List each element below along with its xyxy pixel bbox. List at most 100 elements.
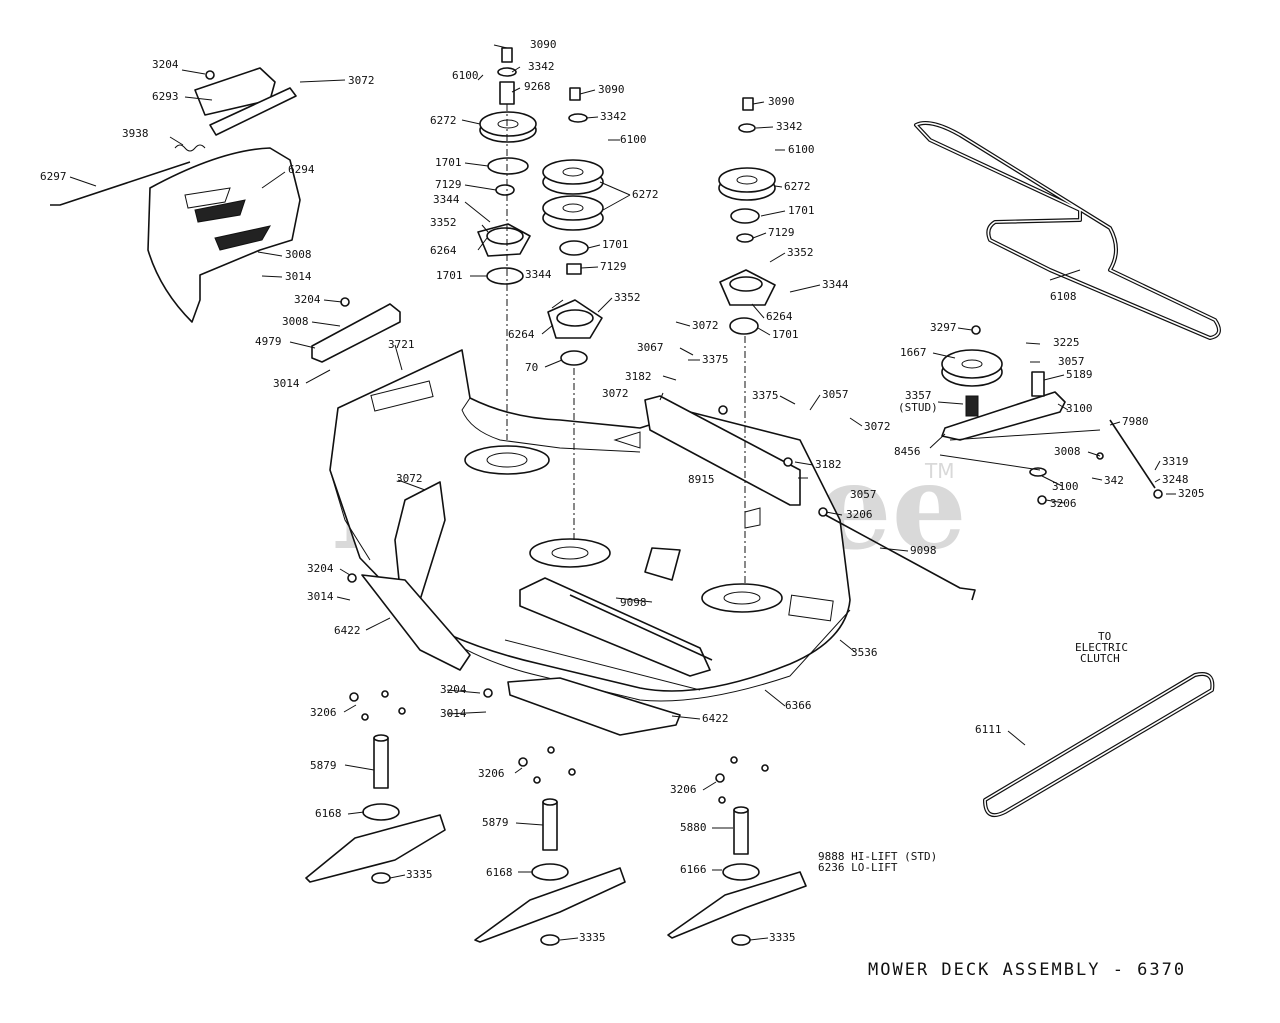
label-3206[interactable]: 3206	[310, 706, 337, 719]
label-3225[interactable]: 3225	[1053, 336, 1080, 349]
label-3057[interactable]: 3057	[1058, 355, 1085, 368]
label-7129[interactable]: 7129	[435, 178, 462, 191]
label-3297[interactable]: 3297	[930, 321, 957, 334]
belt-cover-6294[interactable]	[147, 147, 301, 323]
blade-left[interactable]	[305, 814, 446, 883]
label-3008[interactable]: 3008	[282, 315, 309, 328]
label-3342[interactable]: 3342	[600, 110, 627, 123]
label-3375[interactable]: 3375	[752, 389, 779, 402]
label-6272[interactable]: 6272	[430, 114, 457, 127]
spring-3938[interactable]	[174, 144, 206, 152]
label-3206[interactable]: 3206	[670, 783, 697, 796]
bushing-5189[interactable]	[1031, 371, 1045, 397]
label-3100[interactable]: 3100	[1052, 480, 1079, 493]
label-3072[interactable]: 3072	[602, 387, 629, 400]
label-6108[interactable]: 6108	[1050, 290, 1077, 303]
label-3008[interactable]: 3008	[285, 248, 312, 261]
label-1701[interactable]: 1701	[788, 204, 815, 217]
label-5879[interactable]: 5879	[310, 759, 337, 772]
label-6422[interactable]: 6422	[702, 712, 729, 725]
label-6111[interactable]: 6111	[975, 723, 1002, 736]
label-3206[interactable]: 3206	[1050, 497, 1077, 510]
label-6297[interactable]: 6297	[40, 170, 67, 183]
label-6294[interactable]: 6294	[288, 163, 315, 176]
shaft-5879-center[interactable]	[531, 798, 569, 946]
spindle-stack-left[interactable]	[477, 47, 537, 440]
label-70[interactable]: 70	[525, 361, 538, 374]
label-3072[interactable]: 3072	[396, 472, 423, 485]
blade-center[interactable]	[474, 867, 626, 943]
spring-7980[interactable]	[1109, 419, 1156, 489]
label-3067[interactable]: 3067	[637, 341, 664, 354]
label-3072[interactable]: 3072	[348, 74, 375, 87]
label-3721[interactable]: 3721	[388, 338, 415, 351]
label-3204[interactable]: 3204	[440, 683, 467, 696]
label-1667[interactable]: 1667	[900, 346, 927, 359]
label-3344[interactable]: 3344	[822, 278, 849, 291]
label-6366[interactable]: 6366	[785, 699, 812, 712]
label-5880[interactable]: 5880	[680, 821, 707, 834]
label-3182[interactable]: 3182	[625, 370, 652, 383]
label-9098[interactable]: 9098	[620, 596, 647, 609]
label-3014[interactable]: 3014	[285, 270, 312, 283]
rod-6297[interactable]	[50, 161, 191, 206]
spindle-stack-center[interactable]	[542, 87, 604, 540]
label-8456[interactable]: 8456	[894, 445, 921, 458]
label-3204[interactable]: 3204	[294, 293, 321, 306]
label-3344[interactable]: 3344	[525, 268, 552, 281]
label-6264[interactable]: 6264	[508, 328, 535, 341]
label-9268[interactable]: 9268	[524, 80, 551, 93]
shaft-5879-left[interactable]	[362, 734, 400, 884]
label-3938[interactable]: 3938	[122, 127, 149, 140]
label-7980[interactable]: 7980	[1122, 415, 1149, 428]
idler-pulley-1667[interactable]	[941, 349, 1003, 417]
label-6168[interactable]: 6168	[486, 866, 513, 879]
label-3008[interactable]: 3008	[1054, 445, 1081, 458]
label-3014[interactable]: 3014	[440, 707, 467, 720]
label-3072[interactable]: 3072	[864, 420, 891, 433]
label-3090[interactable]: 3090	[598, 83, 625, 96]
label-6166[interactable]: 6166	[680, 863, 707, 876]
washer-3100[interactable]	[1029, 467, 1047, 477]
label-3344[interactable]: 3344	[433, 193, 460, 206]
label-3248[interactable]: 3248	[1162, 473, 1189, 486]
label-6100[interactable]: 6100	[788, 143, 815, 156]
label-3352[interactable]: 3352	[430, 216, 457, 229]
label-3100[interactable]: 3100	[1066, 402, 1093, 415]
label-3375[interactable]: 3375	[702, 353, 729, 366]
label-342[interactable]: 342	[1104, 474, 1124, 487]
label-3536[interactable]: 3536	[851, 646, 878, 659]
label-1701[interactable]: 1701	[435, 156, 462, 169]
blade-right[interactable]	[667, 871, 807, 939]
label-7129[interactable]: 7129	[600, 260, 627, 273]
label-4979[interactable]: 4979	[255, 335, 282, 348]
label-6264[interactable]: 6264	[430, 244, 457, 257]
label-1701[interactable]: 1701	[602, 238, 629, 251]
label-3342[interactable]: 3342	[528, 60, 555, 73]
label-3352[interactable]: 3352	[787, 246, 814, 259]
label-3014[interactable]: 3014	[273, 377, 300, 390]
blade-6422-front[interactable]	[507, 677, 681, 736]
mower-deck-6366[interactable]	[329, 349, 851, 702]
label-3014[interactable]: 3014	[307, 590, 334, 603]
label-3204[interactable]: 3204	[307, 562, 334, 575]
label-6422[interactable]: 6422	[334, 624, 361, 637]
label-6168[interactable]: 6168	[315, 807, 342, 820]
belt-6111[interactable]	[983, 672, 1215, 817]
label-6293[interactable]: 6293	[152, 90, 179, 103]
belt-6108[interactable]	[914, 121, 1221, 340]
label-stud[interactable]: (STUD)	[898, 401, 938, 414]
spindle-stack-right[interactable]	[718, 97, 776, 585]
label-3090[interactable]: 3090	[530, 38, 557, 51]
label-7129[interactable]: 7129	[768, 226, 795, 239]
label-3057[interactable]: 3057	[850, 488, 877, 501]
blade-6422-left[interactable]	[361, 574, 471, 671]
label-9098[interactable]: 9098	[910, 544, 937, 557]
label-3342[interactable]: 3342	[776, 120, 803, 133]
belt-guard-6293[interactable]	[194, 67, 297, 136]
label-6272[interactable]: 6272	[784, 180, 811, 193]
label-6100[interactable]: 6100	[452, 69, 479, 82]
label-3319[interactable]: 3319	[1162, 455, 1189, 468]
label-3205[interactable]: 3205	[1178, 487, 1205, 500]
rod-9098-front[interactable]	[569, 594, 713, 661]
